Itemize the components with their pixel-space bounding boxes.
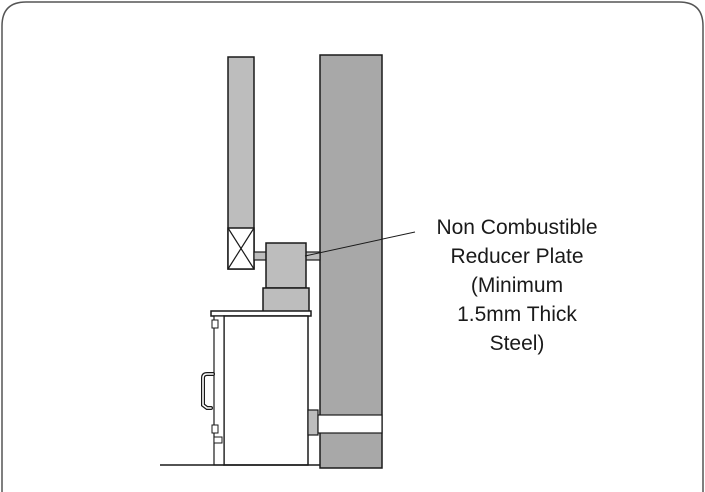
stove-collar-lower (262, 287, 310, 313)
door-handle (201, 372, 215, 410)
reducer-plate-callout: Non Combustible Reducer Plate (Minimum 1… (392, 213, 642, 358)
callout-line-3: (Minimum (470, 274, 564, 297)
lower-outlet-pipe (317, 414, 383, 434)
callout-line-4: 1.5mm Thick (457, 303, 577, 326)
damper-box (227, 227, 255, 270)
door-hinge-top (211, 319, 219, 329)
ash-latch (213, 436, 223, 444)
stove-body (223, 315, 309, 466)
callout-line-1: Non Combustible (436, 216, 598, 239)
callout-line-5: Steel) (489, 332, 545, 355)
chimney-breast (319, 54, 383, 469)
lower-outlet-collar (307, 409, 319, 436)
callout-leader-line (304, 231, 416, 257)
door-hinge-bottom (211, 424, 219, 434)
stove-collar-upper (265, 242, 307, 289)
callout-line-2: Reducer Plate (450, 245, 584, 268)
